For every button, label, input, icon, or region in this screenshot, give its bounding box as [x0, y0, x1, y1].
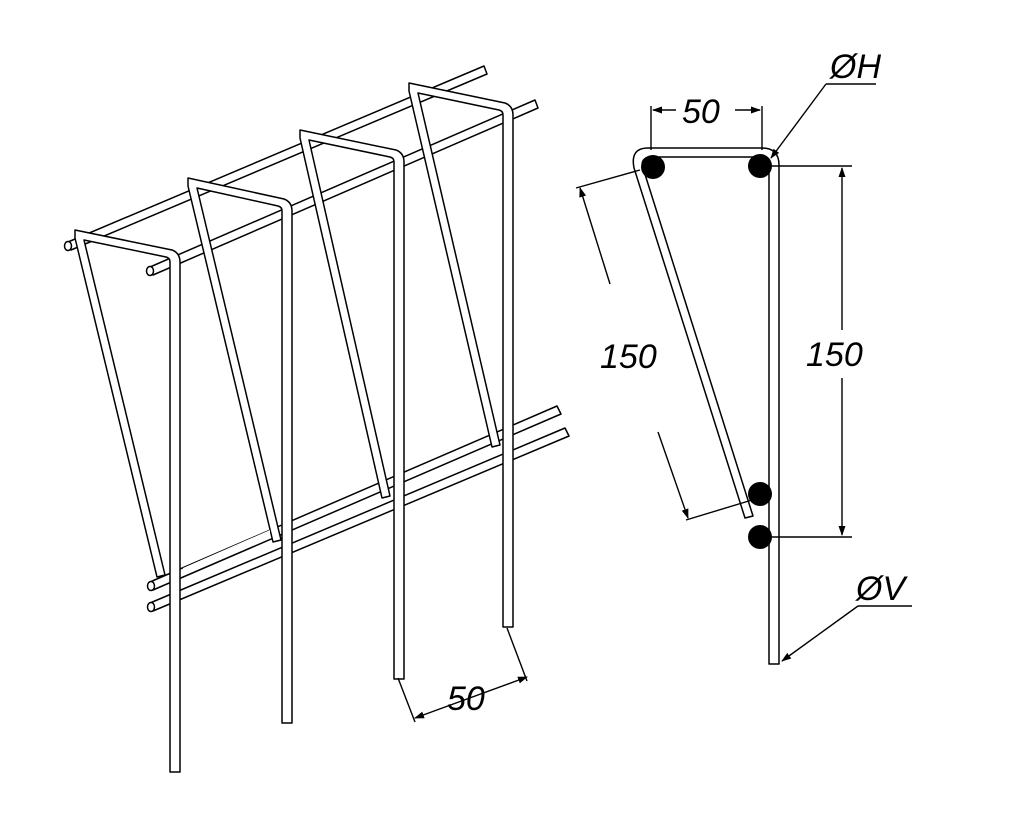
section-stirrup	[632, 147, 780, 665]
horizontal-bar-leader	[770, 83, 876, 159]
rebar-bottom-lower	[748, 525, 772, 549]
dimension-line-lower	[657, 431, 689, 519]
rebar-top-left	[641, 155, 665, 179]
section-vertical-dimension	[772, 165, 852, 538]
rebar-bottom-upper	[748, 482, 772, 506]
dimension-line-upper	[579, 187, 611, 285]
stirrup-1	[74, 229, 181, 773]
vertical-bar-leader	[781, 605, 912, 662]
perspective-spacing-dimension	[397, 627, 528, 723]
section-vertical-label: 150	[806, 336, 863, 374]
cross-section	[632, 147, 780, 665]
section-top-width-dimension	[650, 106, 763, 150]
leader-line	[770, 83, 827, 159]
dimension-line	[414, 676, 528, 719]
bottom-bar-crossings	[183, 530, 270, 576]
top-longitudinal-bars	[63, 65, 539, 277]
stirrup-3	[299, 129, 405, 680]
leader-line	[781, 605, 859, 662]
rebar-dots	[641, 154, 772, 549]
perspective-cage	[63, 65, 570, 773]
vertical-bar-diameter-label: ØV	[855, 570, 908, 608]
horizontal-bar-diameter-label: ØH	[829, 48, 881, 86]
extension-line-left	[397, 677, 416, 723]
stirrup-4	[408, 82, 514, 628]
section-inclined-dimension	[575, 169, 753, 521]
extension-line-bottom	[685, 499, 753, 521]
perspective-spacing-label: 50	[447, 680, 485, 718]
stirrup-2	[187, 177, 293, 724]
rebar-top-right	[748, 154, 772, 178]
section-inclined-label: 150	[600, 338, 657, 376]
extension-line-right	[506, 627, 528, 682]
section-top-width-label: 50	[682, 93, 720, 131]
extension-line-top	[575, 169, 641, 189]
